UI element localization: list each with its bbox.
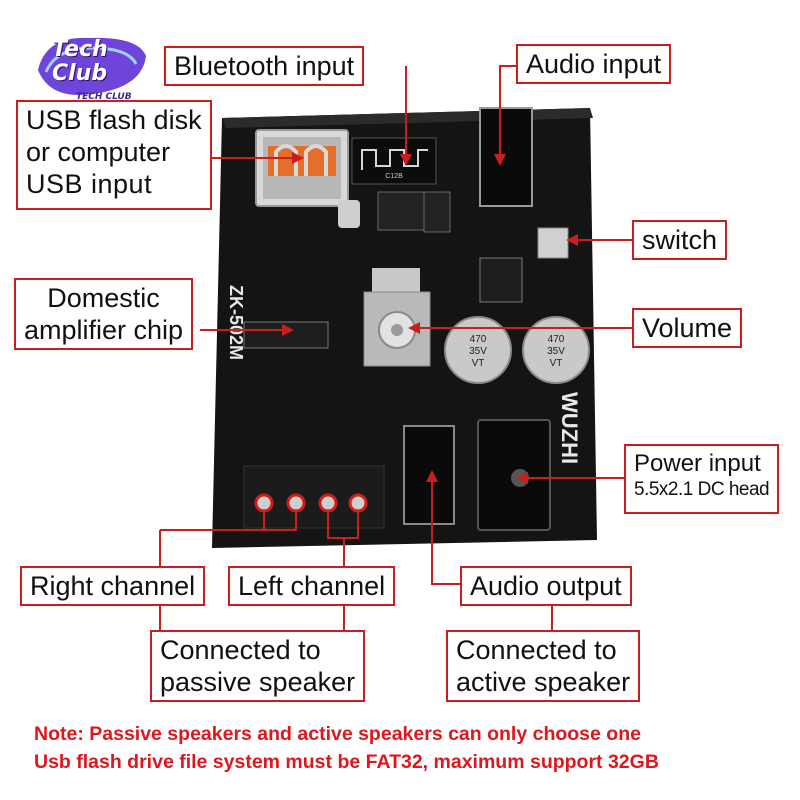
label-amp-line-1: Domestic	[47, 283, 160, 313]
capacitor-1: 470 35V VT	[444, 316, 512, 384]
board-model-text: ZK-502M	[226, 285, 246, 360]
label-volume-text: Volume	[642, 313, 733, 343]
label-passive-line-1: Connected to	[160, 635, 321, 665]
label-usb-line-1: USB flash disk	[26, 105, 202, 135]
note-speaker-choice: Note: Passive speakers and active speake…	[34, 723, 641, 745]
label-volume: Volume	[632, 308, 743, 348]
tech-club-logo: Tech Club TECH CLUB	[32, 30, 152, 113]
capacitor-1-voltage: 35V	[469, 346, 487, 357]
audio-output-leader	[431, 476, 460, 585]
label-amp-line-2: amplifier chip	[24, 315, 184, 345]
label-power-title: Power input	[634, 450, 761, 477]
label-right-channel-text: Right channel	[30, 571, 196, 601]
crystal-oscillator	[338, 200, 360, 228]
label-active-line-2: active speaker	[456, 667, 631, 697]
label-left-channel-text: Left channel	[238, 571, 386, 601]
label-audio-input-text: Audio input	[526, 49, 662, 79]
label-bluetooth-input: Bluetooth input	[164, 46, 365, 86]
amp-chip-arrow	[282, 324, 294, 336]
note-usb-filesystem: Usb flash drive file system must be FAT3…	[34, 751, 659, 773]
usb-port	[255, 129, 349, 207]
capacitor-2-voltage: 35V	[547, 346, 565, 357]
audio-output-jack	[403, 425, 455, 525]
volume-arrow	[408, 322, 420, 334]
svg-text:C12B: C12B	[385, 173, 403, 180]
label-power-sub: 5.5x2.1 DC head	[634, 479, 770, 500]
label-amplifier-chip: Domestic amplifier chip	[14, 278, 194, 350]
right-terminal-bracket	[263, 512, 297, 531]
capacitor-1-rating: 470	[470, 334, 487, 345]
label-usb-line-3: USB input	[26, 169, 153, 199]
label-switch: switch	[632, 220, 728, 260]
audio-input-jack	[479, 107, 533, 207]
switch-arrow	[566, 234, 578, 246]
annotation-lines	[159, 65, 632, 632]
label-power-input: Power input 5.5x2.1 DC head	[624, 444, 780, 514]
label-active-line-1: Connected to	[456, 635, 617, 665]
bluetooth-chip	[377, 191, 431, 231]
capacitor-2-brand: VT	[550, 358, 563, 369]
label-active-speaker: Connected to active speaker	[446, 630, 641, 702]
usb-arrow	[292, 152, 304, 164]
power-arrow	[516, 472, 528, 484]
power-switch	[537, 227, 569, 259]
annotation-arrows	[282, 152, 578, 484]
label-passive-speaker: Connected to passive speaker	[150, 630, 366, 702]
board-brand-text: WUZHI	[557, 392, 582, 464]
audio-input-arrow	[494, 154, 506, 166]
label-usb-input: USB flash disk or computer USB input	[16, 100, 212, 210]
amplifier-chip	[243, 321, 329, 349]
amplifier-board: C12B 470 35V VT 470 35V VT	[212, 107, 597, 548]
audio-input-leader	[499, 65, 518, 160]
logo-sub-text: TECH CLUB	[76, 92, 132, 102]
regulator-chip	[479, 257, 523, 303]
capacitor-2-rating: 470	[548, 334, 565, 345]
label-left-channel: Left channel	[228, 566, 396, 606]
control-chip	[423, 191, 451, 233]
label-right-channel: Right channel	[20, 566, 206, 606]
capacitor-1-brand: VT	[472, 358, 485, 369]
speaker-terminal-block	[243, 465, 385, 529]
label-audio-output-text: Audio output	[470, 571, 622, 601]
label-usb-line-2: or computer	[26, 137, 171, 167]
label-passive-line-2: passive speaker	[160, 667, 356, 697]
bluetooth-arrow	[400, 154, 412, 166]
label-switch-text: switch	[642, 225, 718, 255]
tech-club-logo-graphic	[38, 37, 146, 95]
capacitor-2: 470 35V VT	[522, 316, 590, 384]
logo-main-text: Tech Club	[52, 37, 108, 86]
bluetooth-module: C12B	[351, 137, 437, 185]
label-bluetooth-input-text: Bluetooth input	[174, 51, 355, 81]
label-audio-input: Audio input	[516, 44, 672, 84]
audio-output-arrow	[426, 470, 438, 482]
label-audio-output: Audio output	[460, 566, 632, 606]
